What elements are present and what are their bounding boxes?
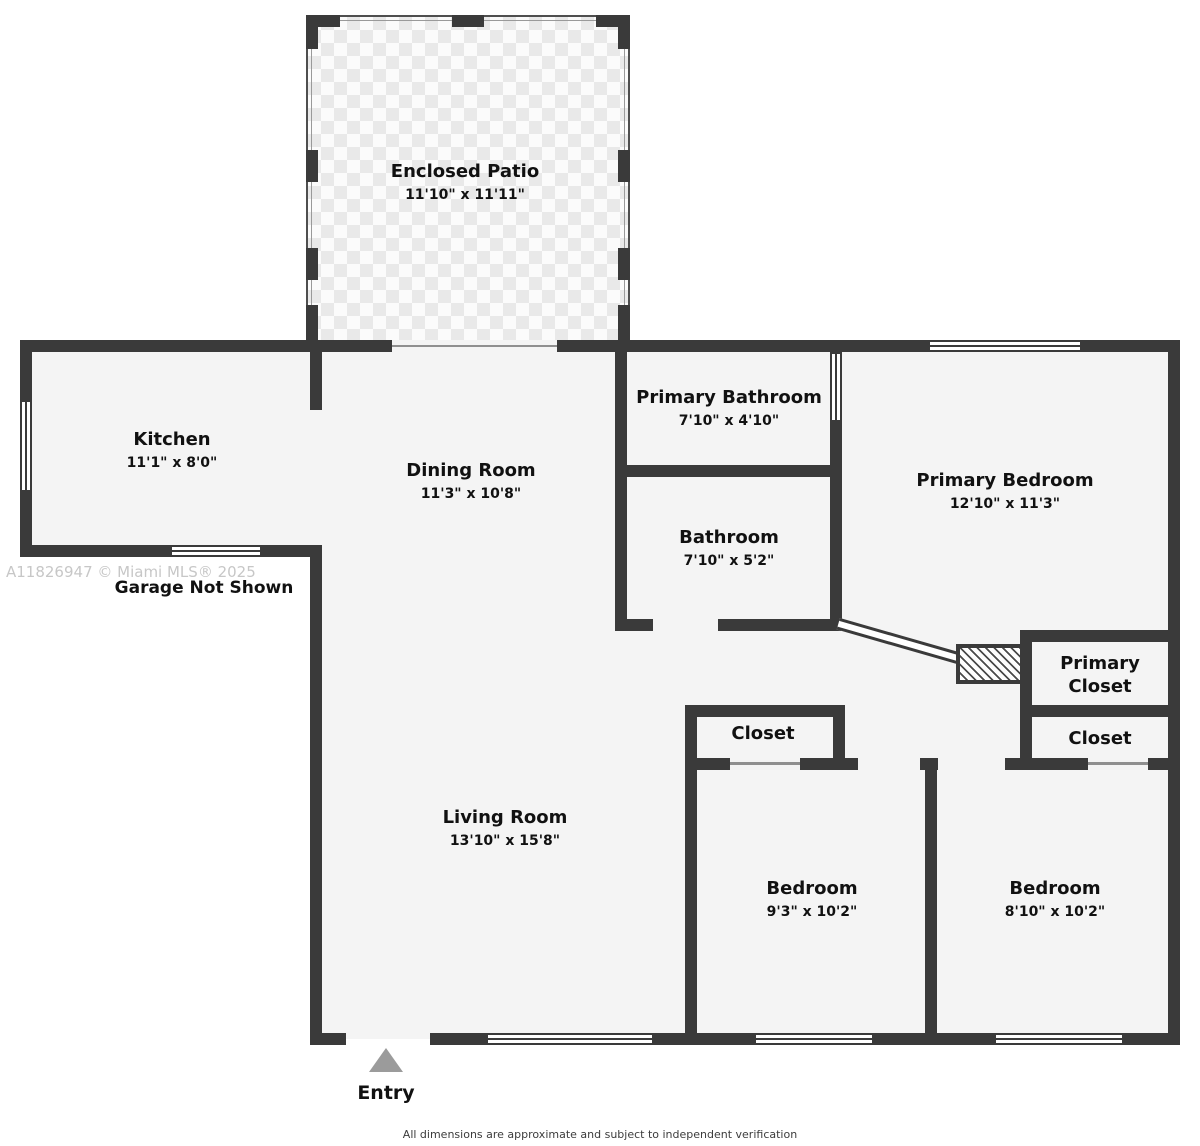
pocket-door <box>830 354 842 420</box>
wall <box>306 248 318 280</box>
wall <box>652 1033 756 1045</box>
wall <box>1020 758 1088 770</box>
living-room-dims: 13'10" x 15'8" <box>449 833 561 850</box>
dining-room-label: Dining Room 11'3" x 10'8" <box>371 459 571 504</box>
closet-right-name: Closet <box>1068 728 1132 749</box>
bedroom-center-dims: 9'3" x 10'2" <box>766 904 858 921</box>
bedroom-right-name: Bedroom <box>1009 878 1101 899</box>
kitchen-floor <box>26 346 320 551</box>
bedroom-right-dims: 8'10" x 10'2" <box>1004 904 1106 921</box>
wall <box>1020 630 1032 770</box>
wall <box>1080 340 1180 352</box>
wall <box>615 340 627 631</box>
disclaimer-text: All dimensions are approximate and subje… <box>402 1128 798 1141</box>
dining-room-dims: 11'3" x 10'8" <box>420 486 522 503</box>
window <box>20 402 32 490</box>
primary-bathroom-dims: 7'10" x 4'10" <box>678 413 780 430</box>
bathroom-dims: 7'10" x 5'2" <box>683 553 775 570</box>
patio-slider-door <box>392 345 557 347</box>
wall <box>1026 630 1180 642</box>
mls-watermark: A11826947 © Miami MLS® 2025 <box>6 563 256 581</box>
entry-arrow-icon <box>369 1048 403 1072</box>
wall <box>430 1033 488 1045</box>
wall <box>306 305 318 345</box>
wall <box>1005 758 1020 770</box>
primary-closet-name: Primary Closet <box>1060 653 1140 698</box>
wall <box>1168 340 1180 1045</box>
wall <box>615 619 653 631</box>
enclosed-patio-name: Enclosed Patio <box>390 161 540 182</box>
bedroom-center-floor <box>691 764 931 1039</box>
primary-bedroom-name: Primary Bedroom <box>916 470 1094 491</box>
primary-bathroom-name: Primary Bathroom <box>636 387 822 408</box>
enclosed-patio-label: Enclosed Patio 11'10" x 11'11" <box>330 160 600 205</box>
window <box>996 1033 1122 1045</box>
hatched-fixture <box>956 644 1026 684</box>
wall <box>925 758 937 1045</box>
window <box>488 1033 652 1045</box>
wall <box>685 705 845 717</box>
wall <box>310 352 322 410</box>
wall <box>618 305 630 345</box>
living-room-label: Living Room 13'10" x 15'8" <box>405 806 605 851</box>
closet-right-label: Closet <box>1040 727 1160 750</box>
closets-right-floor <box>1026 636 1174 770</box>
kitchen-label: Kitchen 11'1" x 8'0" <box>72 428 272 473</box>
wall <box>20 545 320 557</box>
wall <box>618 150 630 182</box>
wall <box>833 705 845 770</box>
window <box>930 340 1080 352</box>
closet-center-name: Closet <box>731 723 795 744</box>
dining-room-name: Dining Room <box>406 460 536 481</box>
closet-center-label: Closet <box>703 722 823 745</box>
wall <box>1148 758 1180 770</box>
bathroom-label: Bathroom 7'10" x 5'2" <box>629 526 829 571</box>
wall <box>685 758 730 770</box>
wall <box>618 15 630 49</box>
bedroom-center-name: Bedroom <box>766 878 858 899</box>
bathroom-floor <box>620 470 842 631</box>
bedroom-center-label: Bedroom 9'3" x 10'2" <box>712 877 912 922</box>
wall <box>1122 1033 1180 1045</box>
dining-living-floor <box>314 346 627 1039</box>
bedroom-right-label: Bedroom 8'10" x 10'2" <box>955 877 1155 922</box>
enclosed-patio-dims: 11'10" x 11'11" <box>405 187 525 204</box>
primary-bathroom-label: Primary Bathroom 7'10" x 4'10" <box>614 386 844 431</box>
closet-door <box>1088 762 1148 765</box>
wall <box>615 465 842 477</box>
patio-screen-wall <box>306 15 630 345</box>
primary-bedroom-floor <box>836 346 1174 642</box>
wall <box>718 619 842 631</box>
bathroom-name: Bathroom <box>679 527 779 548</box>
primary-bedroom-dims: 12'10" x 11'3" <box>949 496 1061 513</box>
kitchen-dims: 11'1" x 8'0" <box>126 455 218 472</box>
primary-bedroom-label: Primary Bedroom 12'10" x 11'3" <box>880 469 1130 514</box>
wall <box>1026 705 1180 717</box>
window <box>172 545 260 557</box>
wall <box>310 545 322 1045</box>
wall <box>306 15 318 49</box>
wall <box>800 758 858 770</box>
bedroom-right-floor <box>931 764 1174 1039</box>
wall <box>306 150 318 182</box>
kitchen-name: Kitchen <box>133 429 211 450</box>
garage-note: Garage Not Shown <box>114 578 294 598</box>
wall <box>310 1033 346 1045</box>
primary-closet-label: Primary Closet <box>1043 652 1157 699</box>
entry-label: Entry <box>357 1082 415 1104</box>
living-room-name: Living Room <box>442 807 568 828</box>
wall <box>20 340 392 352</box>
wall <box>452 15 484 27</box>
wall <box>557 340 930 352</box>
window <box>756 1033 872 1045</box>
wall <box>685 705 697 1045</box>
closet-door <box>730 762 800 765</box>
primary-bathroom-floor <box>620 346 842 476</box>
wall <box>618 248 630 280</box>
